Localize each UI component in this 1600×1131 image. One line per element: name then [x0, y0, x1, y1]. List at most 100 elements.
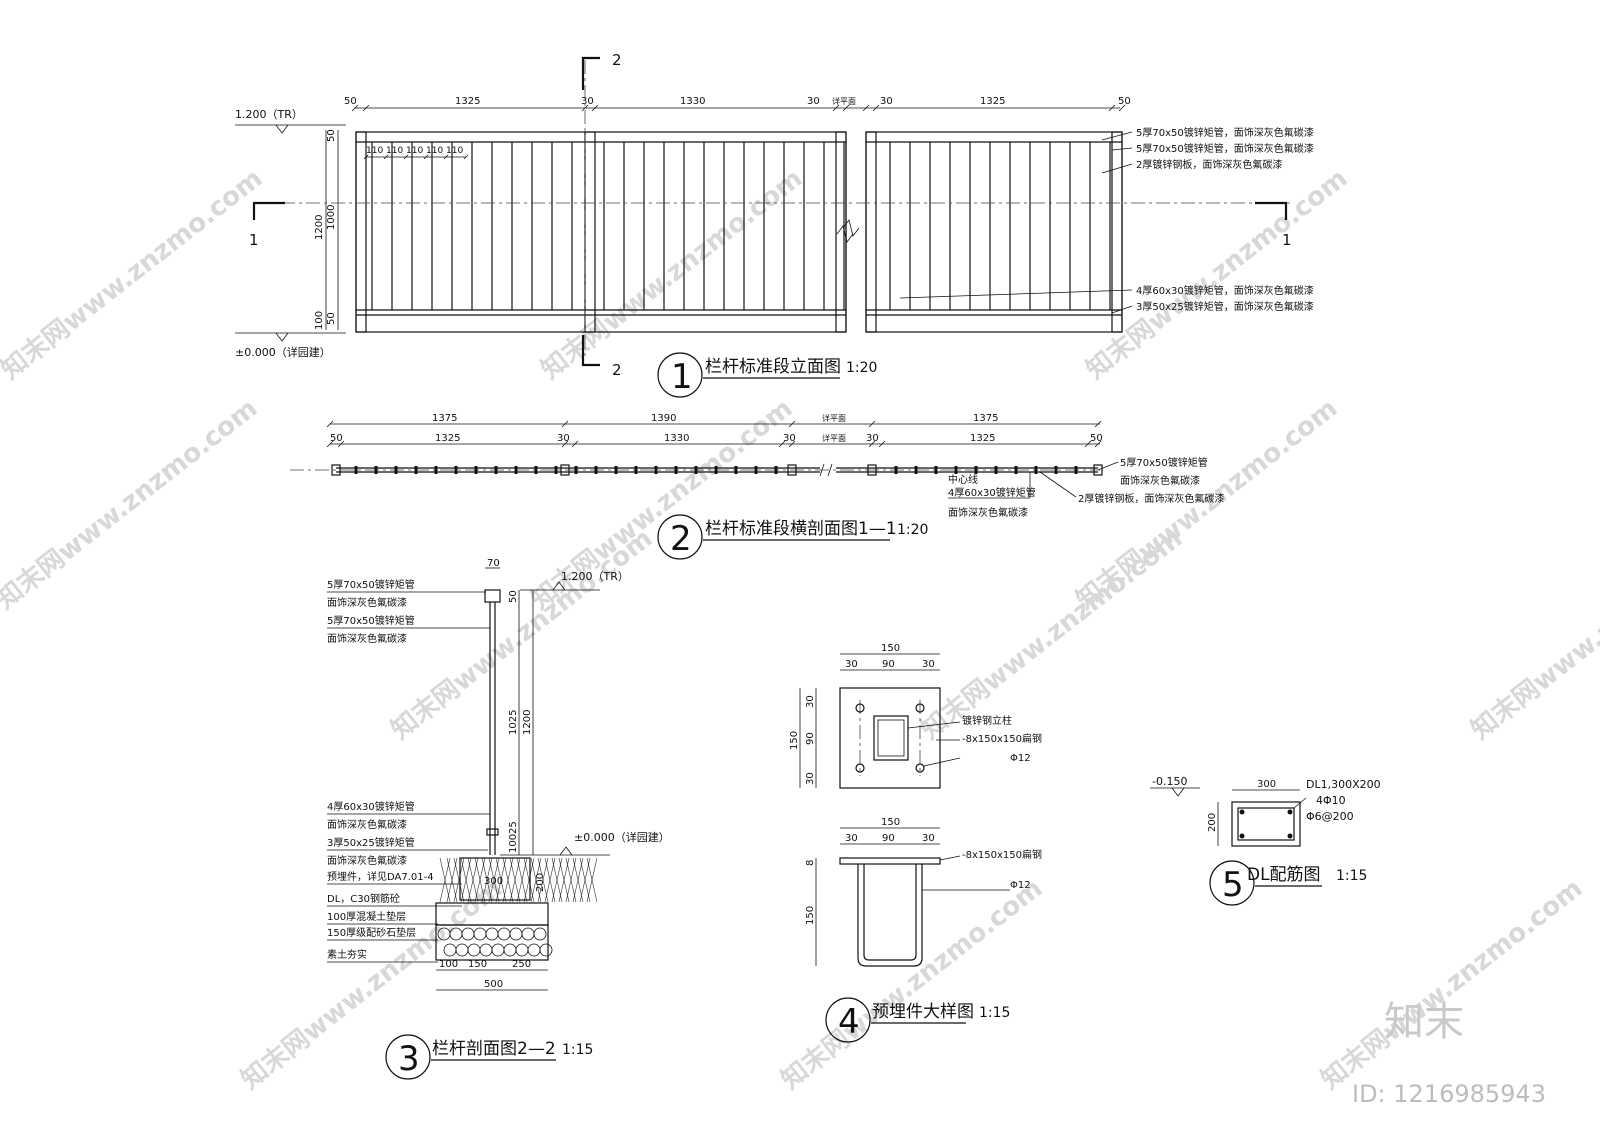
- dim-text: 150: [805, 906, 816, 925]
- material-note: 5厚70x50镀锌矩管，面饰深灰色氟碳漆: [1136, 126, 1314, 139]
- elevation-view: 50 1325 30 1330 30 详平面 30 1325 50 110 11…: [235, 51, 1314, 398]
- material-note: 4厚60x30镀锌矩管，面饰深灰色氟碳漆: [1136, 284, 1314, 297]
- baluster-section: [754, 466, 758, 474]
- dim-text: 1325: [980, 96, 1005, 107]
- post-section: [560, 464, 570, 476]
- baluster-section: [514, 466, 518, 474]
- section-mark-1-left: 1: [249, 231, 259, 249]
- dim-text: 300: [1257, 779, 1276, 790]
- railing-frame-right: [865, 131, 1123, 333]
- embed-plate-plan: [839, 687, 941, 789]
- view-number-circle: [825, 997, 871, 1043]
- soil-hatch: [439, 857, 598, 903]
- watermark-text: 知末网www.znzmo.com: [1466, 523, 1600, 745]
- material-note: -8x150x150扁钢: [962, 732, 1042, 745]
- dim-text: 8: [805, 860, 816, 866]
- dim-text: 110: [446, 146, 463, 156]
- baluster-section: [914, 466, 918, 474]
- view-title: 预埋件大样图: [872, 1002, 974, 1022]
- view-number: 4: [838, 1002, 860, 1042]
- baluster-section: [554, 466, 558, 474]
- baluster-section: [1074, 466, 1078, 474]
- baluster-section: [894, 466, 898, 474]
- view-number: 5: [1222, 865, 1244, 905]
- dim-text: 30: [845, 833, 858, 844]
- dim-text: 150: [789, 731, 800, 750]
- dim-text: 30: [866, 433, 879, 444]
- view-scale: 1:15: [979, 1005, 1010, 1021]
- baluster-section: [394, 466, 398, 474]
- plan-posts: [331, 464, 1103, 476]
- dim-text: 90: [805, 732, 816, 745]
- baluster-section: [414, 466, 418, 474]
- top-rail-section: [484, 589, 501, 603]
- railing-frame-left: [355, 131, 847, 333]
- beam-note: Φ6@200: [1306, 810, 1354, 823]
- steel-post-plan: [873, 715, 909, 761]
- dim-text: 30: [581, 96, 594, 107]
- dim-text: 30: [805, 772, 816, 785]
- baluster-section: [674, 466, 678, 474]
- dim-text: 1390: [651, 413, 676, 424]
- post: [584, 131, 596, 333]
- dim-text: 100: [508, 834, 519, 853]
- material-note: 5厚70x50镀锌矩管，面饰深灰色氟碳漆: [1136, 142, 1314, 155]
- dim-text: 30: [880, 96, 893, 107]
- dim-text: 1325: [435, 433, 460, 444]
- dim-text: 250: [512, 959, 531, 970]
- baluster-section: [974, 466, 978, 474]
- baluster-section: [434, 466, 438, 474]
- dim-text: 1200: [314, 215, 325, 240]
- dim-text: 300: [484, 876, 503, 887]
- view-number: 2: [670, 519, 692, 559]
- dim-text: 50: [508, 590, 519, 603]
- baluster-section: [474, 466, 478, 474]
- watermark-text: 知末网www.znzmo.com: [236, 873, 508, 1095]
- dim-text: 200: [535, 873, 546, 892]
- baluster-section: [1014, 466, 1018, 474]
- view-scale: 1:15: [562, 1042, 593, 1058]
- watermark-text: 知末网www.znzmo.com: [776, 873, 1048, 1095]
- view-scale: 1:20: [897, 522, 928, 538]
- dim-text: 详平面: [832, 96, 856, 106]
- section-mark-1-right: 1: [1282, 231, 1292, 249]
- material-note: 4厚60x30镀锌矩管: [948, 486, 1036, 499]
- material-note: 3厚50x25镀锌矩管，面饰深灰色氟碳漆: [1136, 300, 1314, 313]
- baluster-section: [354, 466, 358, 474]
- dim-text: 详平面: [822, 413, 846, 423]
- baluster-section: [954, 466, 958, 474]
- dim-text: 1330: [664, 433, 689, 444]
- baluster-section: [654, 466, 658, 474]
- post: [1111, 131, 1123, 333]
- material-note: 面饰深灰色氟碳漆: [327, 596, 407, 609]
- dim-text: 30: [783, 433, 796, 444]
- beam-section: [1231, 801, 1301, 847]
- view-number-circle: [385, 1034, 431, 1080]
- beam-note: DL1,300X200: [1306, 778, 1381, 791]
- baluster-section: [454, 466, 458, 474]
- material-note: 面饰深灰色氟碳漆: [948, 506, 1028, 519]
- dim-text: 1325: [970, 433, 995, 444]
- balusters: [355, 131, 1123, 333]
- dim-text: 50: [326, 312, 337, 325]
- material-note: 镀锌钢立柱: [962, 714, 1012, 727]
- view-number-circle: [1209, 860, 1255, 906]
- view-title: 栏杆标准段立面图: [705, 357, 841, 377]
- post-section: [787, 464, 797, 476]
- image-id-text: ID: 1216985943: [1352, 1080, 1546, 1108]
- baluster-section: [634, 466, 638, 474]
- material-note: 100厚混凝土垫层: [327, 910, 406, 923]
- material-note: 面饰深灰色氟碳漆: [327, 854, 407, 867]
- dim-text: 50: [1118, 96, 1131, 107]
- material-note: 5厚70x50镀锌矩管: [327, 578, 415, 591]
- section-mark-2-top: 2: [612, 51, 622, 69]
- dim-text: 30: [557, 433, 570, 444]
- flat-steel-elevation: [839, 857, 941, 865]
- dim-text: 30: [922, 833, 935, 844]
- plan-section-view: 1375 1390 详平面 1375 50 1325 30 1330 30 详平…: [290, 413, 1224, 560]
- dim-text: 50: [344, 96, 357, 107]
- center-line-label: 中心线: [948, 473, 978, 486]
- material-note: 3厚50x25镀锌矩管: [327, 836, 415, 849]
- baluster-section: [694, 466, 698, 474]
- watermark-layer: 知末网www.znzmo.com 知末网www.znzmo.com 知末网www…: [0, 163, 1600, 1108]
